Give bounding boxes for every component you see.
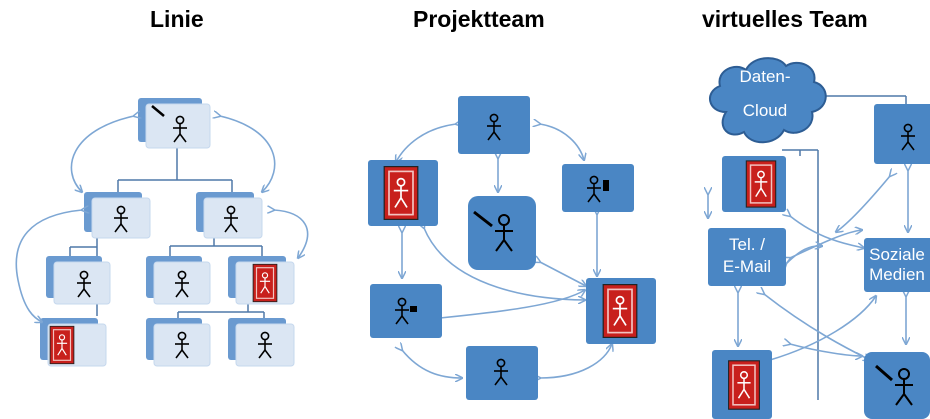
linie-card-top (138, 98, 211, 149)
social-label-line2: Medien (869, 265, 925, 284)
linie-arrows (15, 116, 309, 322)
tel-label-line2: E-Mail (722, 257, 772, 276)
cloud-label-line1: Daten- (739, 67, 791, 86)
virtual-box-door-bottom (712, 350, 772, 419)
virtual-arrows (708, 170, 908, 360)
virtual-box-social-media (864, 238, 930, 292)
title-virtuelles-team: virtuelles Team (702, 6, 868, 32)
projekt-arrows (396, 124, 612, 378)
title-linie: Linie (150, 6, 204, 32)
door-figure-icon (49, 325, 75, 365)
tel-label-line1: Tel. / (729, 235, 765, 254)
linie-card-row3-a (46, 256, 111, 305)
virtuelles-team-network (708, 57, 930, 419)
projekt-box-right-door (586, 278, 656, 344)
virtual-box-door-top (722, 156, 786, 212)
linie-org-chart (15, 98, 309, 367)
linie-card-mid-right (196, 192, 263, 239)
projekt-box-right-flag (562, 164, 634, 212)
door-figure-icon (727, 360, 761, 410)
door-figure-icon (602, 283, 638, 339)
door-figure-icon (252, 263, 278, 303)
virtual-box-figure-top-right (874, 104, 930, 164)
linie-card-row3-c (228, 256, 295, 305)
projektteam-network (368, 96, 656, 400)
linie-card-row4-b (146, 318, 211, 367)
projekt-box-left-flag (370, 284, 442, 338)
title-projektteam: Projektteam (413, 6, 545, 32)
projekt-box-center-manager (468, 196, 536, 270)
linie-card-row4-a (40, 318, 107, 367)
door-figure-icon (383, 165, 419, 221)
virtual-box-tel-email (708, 228, 786, 286)
linie-card-mid-left (84, 192, 151, 239)
projekt-box-top (458, 96, 530, 154)
projekt-box-left-door (368, 160, 438, 226)
virtual-box-manager-bottom (864, 352, 930, 419)
cloud-icon (709, 57, 827, 144)
linie-card-row4-c (228, 318, 295, 367)
social-label-line1: Soziale (869, 245, 925, 264)
linie-card-row3-b (146, 256, 211, 305)
door-figure-icon (745, 160, 777, 208)
projekt-box-bottom (466, 346, 538, 400)
cloud-label-line2: Cloud (742, 101, 788, 120)
